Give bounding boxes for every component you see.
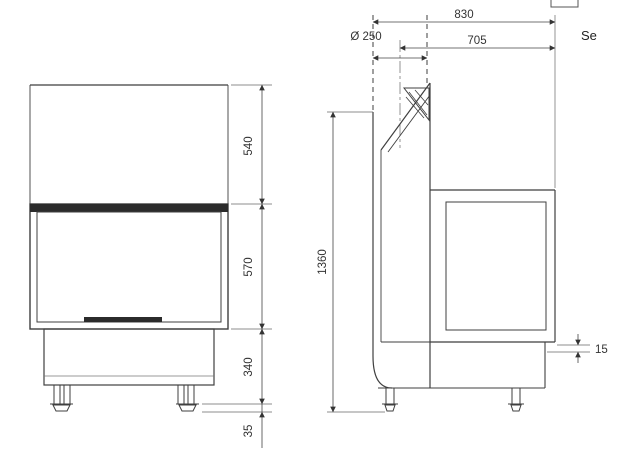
door-handle [84,317,162,322]
leg [187,384,195,405]
dim-label-1360: 1360 [317,249,329,275]
damper-hatch [405,96,425,119]
leg [385,387,395,405]
leg [511,387,521,405]
corner-partial-box [550,0,579,8]
leg [63,384,71,405]
dim-label-540: 540 [243,136,255,155]
leg [177,384,185,405]
foot-pad [178,404,197,412]
foot-pad [52,404,71,412]
back-wall [372,112,393,389]
adapter-slope [380,82,431,151]
firebox-top-band [30,204,228,212]
damper-hatch [408,91,428,116]
corner-partial-content: Se [550,0,597,43]
dim-label-35: 35 [243,425,255,438]
dim-label-15: 15 [595,344,608,356]
side-view [372,15,556,412]
front-view [29,84,229,412]
glass-pane [36,211,222,323]
damper-hatch [414,89,429,106]
dim-label-705: 705 [467,35,486,47]
foot-pad [384,404,396,412]
dim-label-570: 570 [243,257,255,276]
front-dimension-chain: 540 570 340 35 [202,84,272,448]
side-glass [445,201,547,331]
corner-partial-text: Se [581,28,597,43]
damper-flap [402,87,430,122]
side-dimensions: 830 705 Ø 250 1360 15 [317,9,608,413]
adapter-slope-inner [387,94,431,153]
firebox-frame [29,203,229,330]
foot-pad [510,404,522,412]
leg [53,384,61,405]
base-cabinet [43,328,215,386]
dim-label-830: 830 [454,9,473,21]
dim-label-flue-diameter: Ø 250 [350,31,381,43]
dim-label-340: 340 [243,357,255,376]
